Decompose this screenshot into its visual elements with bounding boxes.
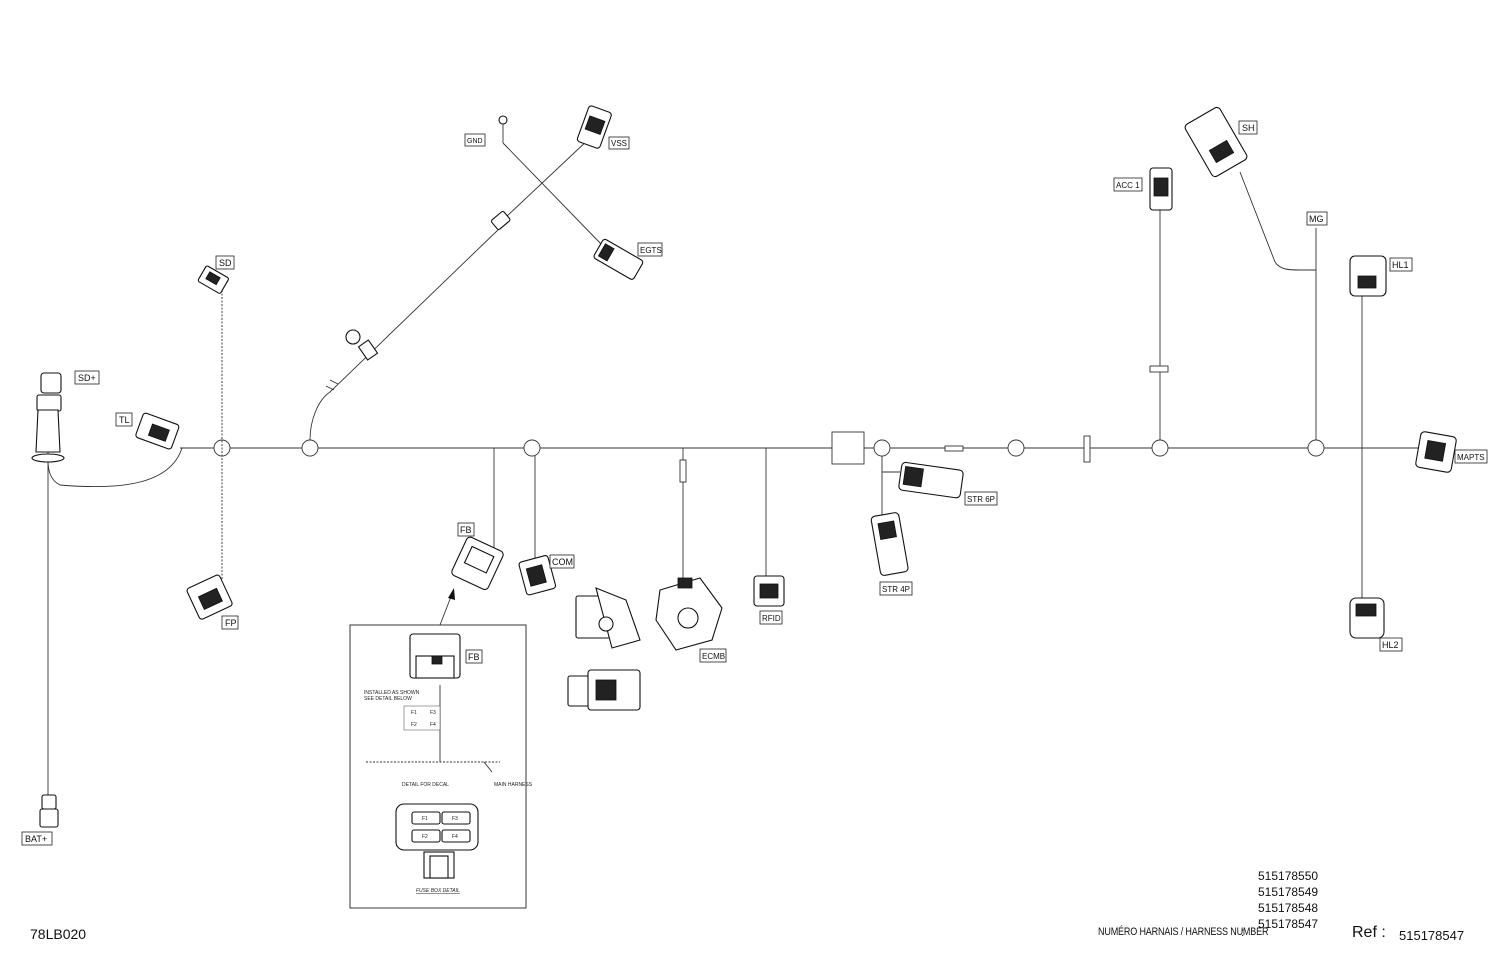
label-hl1: HL1 xyxy=(1389,257,1413,272)
label-sh: SH xyxy=(1238,120,1258,135)
str-4p-connector xyxy=(870,512,909,576)
hl1-connector xyxy=(1349,255,1387,297)
main-harness-trunk xyxy=(47,447,1420,488)
svg-text:INSTALLED AS SHOWN: INSTALLED AS SHOWN xyxy=(364,690,420,696)
com-connector xyxy=(518,555,557,596)
svg-text:STR 6P: STR 6P xyxy=(967,495,995,504)
sd-plus-connector xyxy=(31,372,65,463)
fb-detail-panel: FB INSTALLED AS SHOWN SEE DETAIL BELOW F… xyxy=(349,588,533,909)
label-com: COM xyxy=(549,554,575,569)
gnd-terminal xyxy=(498,115,508,143)
svg-text:F1: F1 xyxy=(422,816,428,822)
svg-text:SH: SH xyxy=(1242,123,1255,133)
svg-text:F3: F3 xyxy=(430,710,436,716)
str-6p-connector xyxy=(898,461,964,499)
svg-text:VSS: VSS xyxy=(611,139,627,148)
fb-connector xyxy=(451,536,504,591)
reference-code: 78LB020 xyxy=(30,926,87,942)
svg-text:F4: F4 xyxy=(452,834,458,840)
harness-number: 515178548 xyxy=(1258,901,1319,915)
ground-ring-terminal xyxy=(345,329,379,361)
egts-connector xyxy=(593,238,644,280)
svg-text:DETAIL FOR DECAL: DETAIL FOR DECAL xyxy=(402,782,449,788)
detail-label-fb: FB xyxy=(465,649,483,664)
sh-connector xyxy=(1184,106,1248,178)
ecmb-connector-b xyxy=(655,577,723,651)
svg-text:MG: MG xyxy=(1309,214,1324,224)
label-egts: EGTS xyxy=(637,242,663,257)
mapts-connector xyxy=(1415,431,1457,473)
label-fb: FB xyxy=(457,522,475,537)
harness-number: 515178547 xyxy=(1258,917,1319,931)
label-tl: TL xyxy=(115,412,133,427)
svg-text:FB: FB xyxy=(468,652,480,662)
harness-number-label: NUMÉRO HARNAIS / HARNESS NUMBER xyxy=(1098,926,1269,938)
svg-text:FP: FP xyxy=(225,618,237,628)
hl2-connector xyxy=(1349,597,1385,639)
rfid-connector xyxy=(753,575,785,607)
harness-number: 515178550 xyxy=(1258,869,1319,883)
svg-text:F3: F3 xyxy=(452,816,458,822)
svg-text:ACC 1: ACC 1 xyxy=(1116,181,1140,190)
vss-connector xyxy=(576,105,612,149)
label-vss: VSS xyxy=(608,136,630,150)
svg-text:F2: F2 xyxy=(411,722,417,728)
svg-text:F1: F1 xyxy=(411,710,417,716)
label-fp: FP xyxy=(221,615,239,630)
svg-text:SD+: SD+ xyxy=(78,373,96,383)
svg-text:MAPTS: MAPTS xyxy=(1457,453,1485,462)
trunk-junctions xyxy=(213,431,1325,465)
svg-text:RFID: RFID xyxy=(762,614,781,623)
harness-number-list: 515178550 515178549 515178548 515178547 xyxy=(1258,868,1318,932)
svg-text:STR 4P: STR 4P xyxy=(882,585,910,594)
label-acc1: ACC 1 xyxy=(1113,177,1143,192)
label-str-4p: STR 4P xyxy=(879,581,913,596)
label-str-6p: STR 6P xyxy=(964,491,998,506)
svg-text:SEE DETAIL BELOW: SEE DETAIL BELOW xyxy=(364,696,412,702)
svg-text:ECMB: ECMB xyxy=(702,652,725,661)
label-sd-plus: SD+ xyxy=(74,370,100,385)
label-ecmb: ECMB xyxy=(699,648,727,663)
ref-label: Ref : xyxy=(1352,924,1386,941)
label-sd: SD xyxy=(215,255,235,270)
svg-text:GND: GND xyxy=(467,138,483,145)
bat-plus-connector xyxy=(39,794,59,828)
svg-text:HL2: HL2 xyxy=(1382,640,1399,650)
ref-value: 515178547 xyxy=(1399,928,1465,943)
svg-text:FUSE BOX DETAIL: FUSE BOX DETAIL xyxy=(416,888,460,894)
label-mg: MG xyxy=(1306,211,1328,226)
acc1-connector xyxy=(1149,167,1173,211)
ecmb-connector-a xyxy=(575,587,641,649)
label-mapts: MAPTS xyxy=(1454,449,1488,464)
harness-number: 515178549 xyxy=(1258,885,1319,899)
ecmb-connector-c xyxy=(567,669,641,711)
svg-text:EGTS: EGTS xyxy=(640,246,662,255)
fp-connector xyxy=(186,574,233,620)
sd-connector xyxy=(197,265,229,294)
label-rfid: RFID xyxy=(759,610,783,625)
svg-text:HL1: HL1 xyxy=(1392,260,1409,270)
svg-text:FB: FB xyxy=(460,525,472,535)
svg-text:COM: COM xyxy=(552,557,573,567)
label-gnd: GND xyxy=(464,133,486,147)
svg-text:BAT+: BAT+ xyxy=(25,834,47,844)
svg-text:SD: SD xyxy=(219,258,232,268)
inline-splice xyxy=(490,210,511,230)
svg-text:F2: F2 xyxy=(422,834,428,840)
svg-text:MAIN HARNESS: MAIN HARNESS xyxy=(494,782,533,788)
harness-number-separator: : xyxy=(1241,925,1245,939)
label-hl2: HL2 xyxy=(1379,637,1403,652)
svg-text:TL: TL xyxy=(119,415,130,425)
label-bat-plus: BAT+ xyxy=(21,831,53,846)
branch-wires xyxy=(47,137,1363,795)
svg-text:F4: F4 xyxy=(430,722,436,728)
tl-connector xyxy=(135,412,180,450)
